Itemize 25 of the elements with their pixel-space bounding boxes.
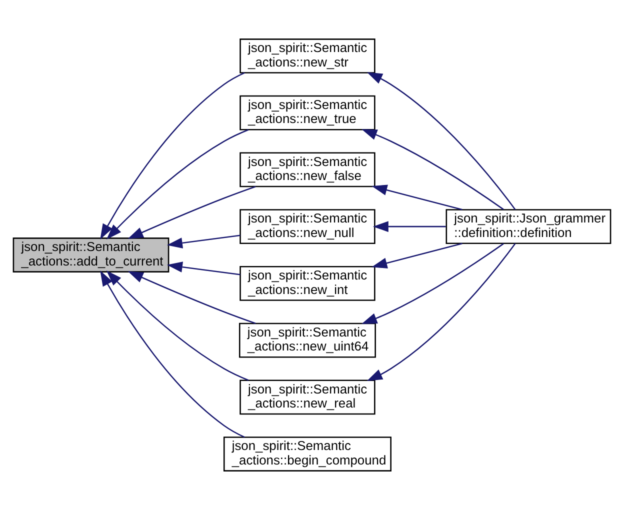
arrow [362, 128, 504, 210]
arrow [372, 242, 462, 268]
node-box: json_spirit::Json_grammer ::definition::definition [446, 208, 612, 244]
arrow [166, 261, 240, 275]
arrow [128, 270, 256, 324]
node-box: json_spirit::Semantic _actions::begin_compound [223, 436, 392, 471]
arrow [366, 242, 516, 381]
arrow [166, 234, 240, 248]
node-box: json_spirit::Semantic _actions::new_int [240, 265, 376, 300]
arrow [128, 185, 256, 238]
node-box: json_spirit::Semantic _actions::new_null [240, 208, 376, 244]
node-box: json_spirit::Semantic _actions::new_uint64 [238, 322, 376, 358]
node-box: json_spirit::Semantic _actions::new_false [240, 152, 376, 187]
arrow [100, 270, 245, 438]
node-box: json_spirit::Semantic _actions::new_real [240, 379, 376, 414]
arrow [106, 270, 249, 380]
arrow [362, 242, 504, 324]
node-box: json_spirit::Semantic _actions::new_true [240, 94, 376, 130]
node-box: json_spirit::Semantic _actions::new_str [240, 38, 376, 73]
arrow [366, 72, 516, 210]
arrow [372, 220, 446, 232]
arrow [372, 184, 462, 210]
node-box: json_spirit::Semantic _actions::add_to_current [12, 237, 170, 272]
arrow [106, 128, 249, 239]
arrow [100, 72, 245, 240]
